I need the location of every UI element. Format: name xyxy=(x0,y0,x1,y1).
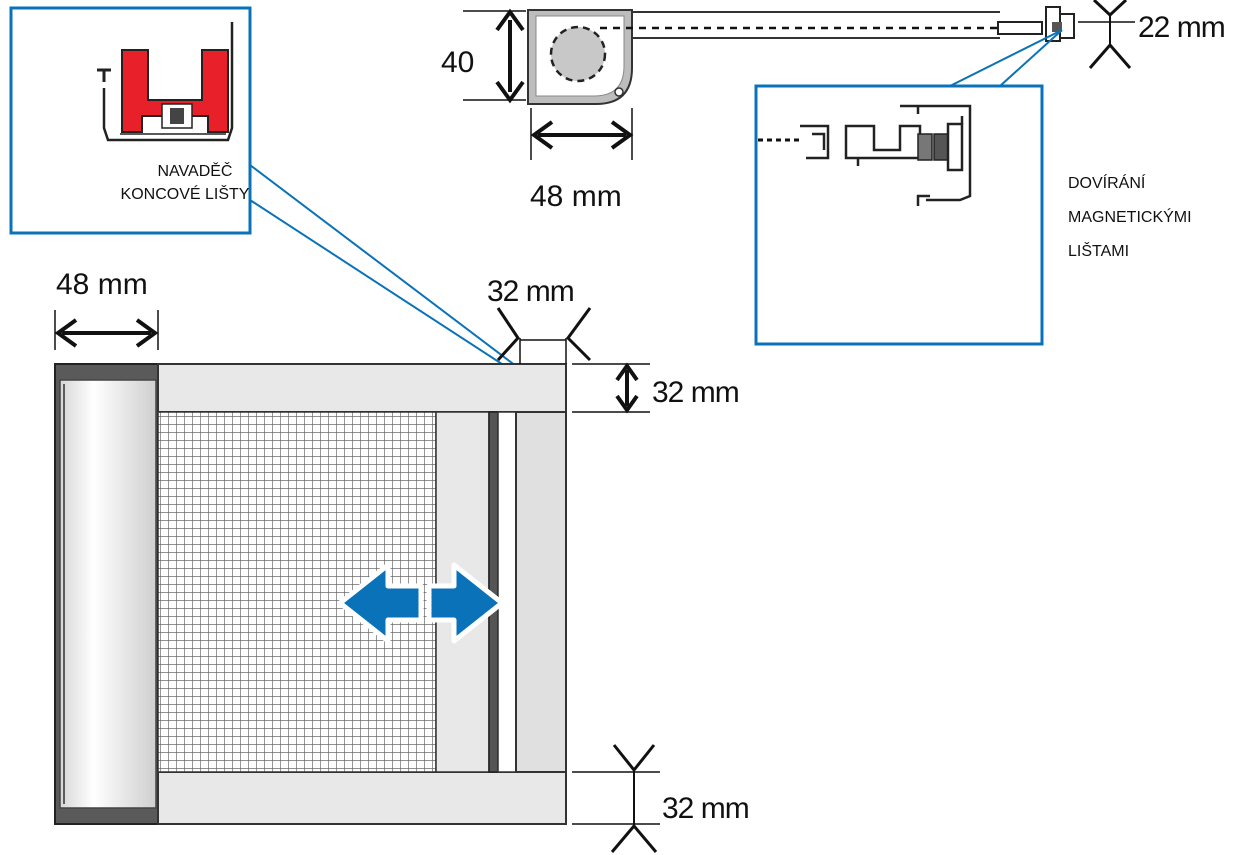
magnetic-callout-box xyxy=(754,84,1044,346)
cassette-section: 40 48 mm 22 mm xyxy=(441,0,1226,213)
frame-bottom-height-label: 32 mm xyxy=(662,792,749,825)
slide-direction-arrow-icon xyxy=(337,562,505,644)
cassette-screw-hole xyxy=(614,87,624,97)
magnetic-label-line1: DOVÍRÁNÍ xyxy=(1068,173,1146,192)
cassette-width-arrowhead-right xyxy=(610,120,634,150)
cassette-height-arrowhead-bottom xyxy=(495,80,525,104)
cassette-height-label: 40 xyxy=(441,46,474,79)
bottom-frame-rail xyxy=(157,771,567,825)
magnetic-profile-icon xyxy=(758,104,972,206)
frame-top-height-arrowhead-top xyxy=(615,362,639,382)
magnet-insert xyxy=(1052,22,1062,32)
frame-bottom-height-tick-bottom xyxy=(610,823,658,853)
magnetic-label-line3: LIŠTAMI xyxy=(1068,241,1129,260)
guide-label-line1: NAVADĚČ xyxy=(158,161,233,180)
guide-callout: NAVADĚČ KONCOVÉ LIŠTY xyxy=(9,6,546,393)
frame-top-width-label: 32 mm xyxy=(487,275,574,308)
roll-width-label: 48 mm xyxy=(56,268,148,301)
roller-tube xyxy=(549,25,607,83)
roll-width-arrowhead-left xyxy=(54,318,78,348)
guide-profile-icon xyxy=(97,22,234,142)
top-depth-tick-top xyxy=(1092,0,1128,18)
side-guide-cap xyxy=(1059,13,1075,39)
end-bar-profile xyxy=(997,21,1043,35)
guide-leader-lower xyxy=(249,199,546,393)
magnetic-leader-right xyxy=(999,29,1063,87)
cassette-width-arrowhead-left xyxy=(530,120,554,150)
front-view: 48 mm 32 mm 32 mm 32 mm xyxy=(54,268,750,853)
roller-cassette xyxy=(59,379,157,809)
guide-leader-upper xyxy=(249,164,546,389)
top-depth-label: 22 mm xyxy=(1138,11,1225,44)
frame-top-width-tick-left xyxy=(496,307,520,362)
frame-top-width-tick-right xyxy=(566,307,592,362)
magnetic-callout: DOVÍRÁNÍ MAGNETICKÝMI LIŠTAMI xyxy=(754,29,1192,346)
roll-width-arrowhead-right xyxy=(135,318,159,348)
side-frame-rail xyxy=(515,411,567,773)
frame-top-height-label: 32 mm xyxy=(652,376,739,409)
magnetic-leader-left xyxy=(949,29,1063,87)
cassette-width-label: 48 mm xyxy=(530,180,622,213)
top-frame-rail xyxy=(157,363,567,413)
magnetic-label-line2: MAGNETICKÝMI xyxy=(1068,207,1192,226)
frame-top-height-arrowhead-bottom xyxy=(615,394,639,414)
gap-strip xyxy=(497,411,517,773)
top-depth-tick-bottom xyxy=(1088,42,1132,69)
cassette-height-arrowhead-top xyxy=(495,8,525,32)
guide-label-line2: KONCOVÉ LIŠTY xyxy=(121,184,250,203)
frame-bottom-height-tick-top xyxy=(612,744,656,773)
